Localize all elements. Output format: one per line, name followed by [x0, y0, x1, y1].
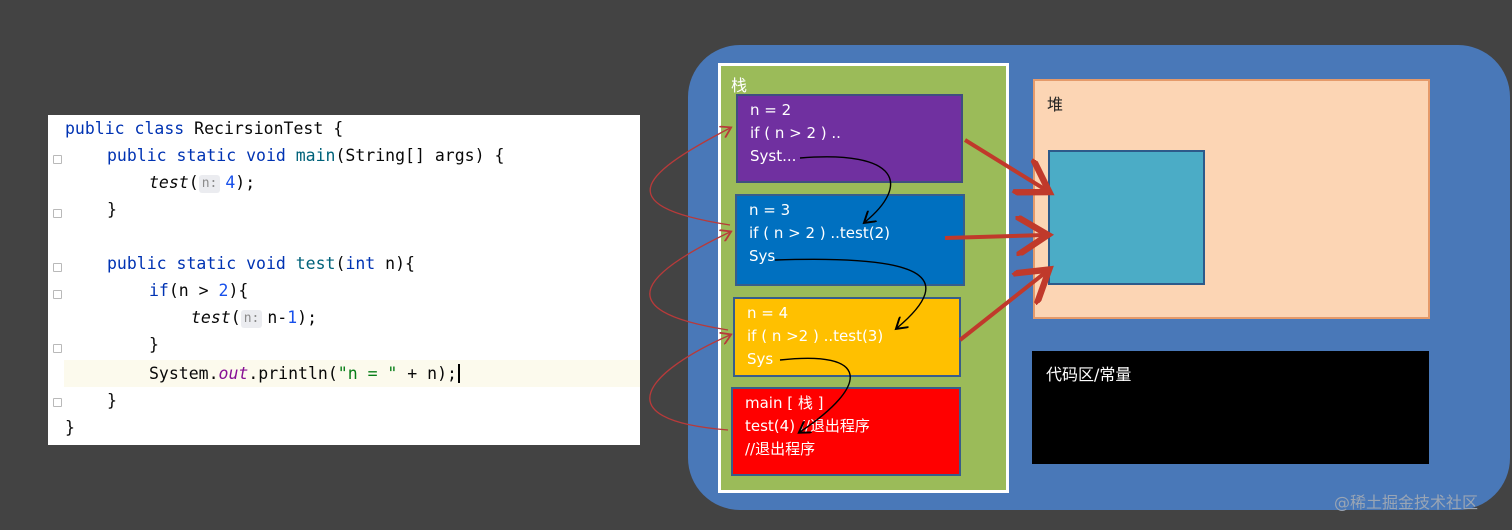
fold-marker[interactable]: [53, 209, 62, 218]
return-arrow: [799, 156, 892, 222]
heap-label: 堆: [1047, 95, 1064, 114]
frame-line: if ( n > 2 ) ..: [750, 124, 841, 142]
frame-line: //退出程序: [745, 440, 816, 458]
frame-line: if ( n >2 ) ..test(3): [747, 327, 884, 345]
stack-frame-main: main [ 栈 ] test(4) //退出程序 //退出程序: [731, 387, 961, 476]
stack-frame-n4: n = 4 if ( n >2 ) ..test(3) Sys: [733, 297, 961, 377]
code-line-if: if(n > 2){: [149, 281, 249, 300]
stack-label: 栈: [731, 76, 748, 95]
frame-line: n = 2: [750, 101, 792, 119]
editor-gutter: [48, 115, 64, 445]
frame-line: if ( n > 2 ) ..test(2): [749, 224, 890, 242]
code-line-brace: }: [65, 418, 75, 437]
current-line-highlight: [64, 360, 640, 387]
const-label: 代码区/常量: [1046, 365, 1132, 384]
stack-frame-n3: n = 3 if ( n > 2 ) ..test(2) Sys: [735, 194, 965, 286]
code-editor: public class RecirsionTest { public stat…: [48, 115, 640, 445]
code-line-brace: }: [107, 200, 117, 219]
watermark: @稀土掘金技术社区: [1334, 493, 1479, 512]
code-line-print[interactable]: System.out.println("n = " + n);: [65, 360, 460, 387]
fold-marker[interactable]: [53, 290, 62, 299]
code-line-recursive-call: test(n:n-1);: [191, 308, 318, 328]
code-line-test-decl: public static void test(int n){: [107, 254, 415, 273]
code-line-brace: }: [149, 335, 159, 354]
code-line-brace: }: [107, 391, 117, 410]
return-arrow: [774, 258, 927, 328]
parameter-hint: n:: [240, 310, 263, 328]
frame-line: Syst...: [750, 147, 797, 165]
code-line-main-decl: public static void main(String[] args) {: [107, 146, 505, 165]
frame-line: n = 4: [747, 304, 789, 322]
fold-marker[interactable]: [53, 398, 62, 407]
fold-marker[interactable]: [53, 344, 62, 353]
return-arrow: [779, 357, 851, 432]
reference-arrow: [958, 272, 1046, 342]
call-arrow: [649, 232, 730, 331]
frame-line: n = 3: [749, 201, 791, 219]
stack-frame-n2: n = 2 if ( n > 2 ) .. Syst...: [736, 94, 963, 183]
text-caret: [457, 364, 460, 383]
parameter-hint: n:: [198, 175, 221, 193]
frame-line: Sys: [747, 350, 774, 368]
fold-marker[interactable]: [53, 155, 62, 164]
heap-object: [1048, 150, 1205, 285]
frame-line: main [ 栈 ]: [745, 394, 824, 412]
code-line-class-decl: public class RecirsionTest {: [65, 119, 344, 138]
call-arrow: [649, 335, 730, 431]
reference-arrow: [944, 235, 1044, 238]
frame-line: Sys: [749, 247, 776, 265]
code-constant-area: 代码区/常量: [1032, 351, 1429, 464]
reference-arrow: [963, 138, 1046, 190]
code-line-main-call: test(n:4);: [149, 173, 256, 193]
fold-marker[interactable]: [53, 263, 62, 272]
call-arrow: [649, 128, 730, 226]
